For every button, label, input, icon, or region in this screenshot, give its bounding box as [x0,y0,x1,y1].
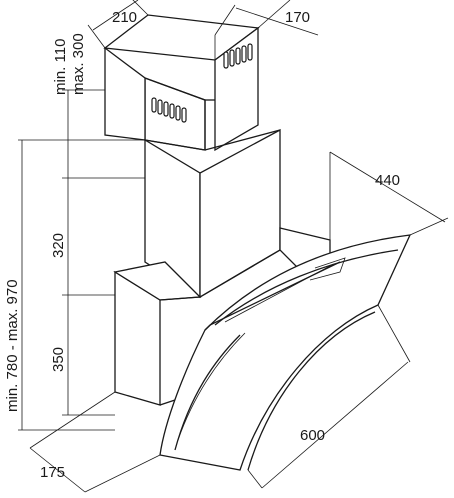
vent-slots-right [223,43,253,69]
dim-label-600: 600 [300,427,325,444]
dim-line-210 [87,0,149,49]
dim-line-chimney [62,89,145,179]
dim-line-350 [62,295,115,416]
dim-label-320: 320 [50,233,67,258]
lower-chimney [144,128,281,299]
dim-label-350: 350 [50,347,67,372]
dim-label-210: 210 [112,9,137,26]
dim-label-440: 440 [375,172,400,189]
glass-panel [159,234,412,471]
dim-label-175: 175 [40,464,65,481]
dim-label-chimney-min: min. 110 [52,39,69,95]
vent-slots-left [151,97,187,123]
dim-line-170 [214,0,319,36]
dim-label-total-height: min. 780 - max. 970 [4,279,21,412]
dim-line-440 [329,151,449,240]
dim-line-600 [247,304,411,489]
dim-line-175 [29,391,161,493]
upper-chimney [103,14,260,152]
dim-line-total [18,139,145,431]
dim-label-chimney-max: max. 300 [70,33,87,95]
dim-label-170: 170 [285,9,310,26]
dim-line-320 [62,178,115,296]
